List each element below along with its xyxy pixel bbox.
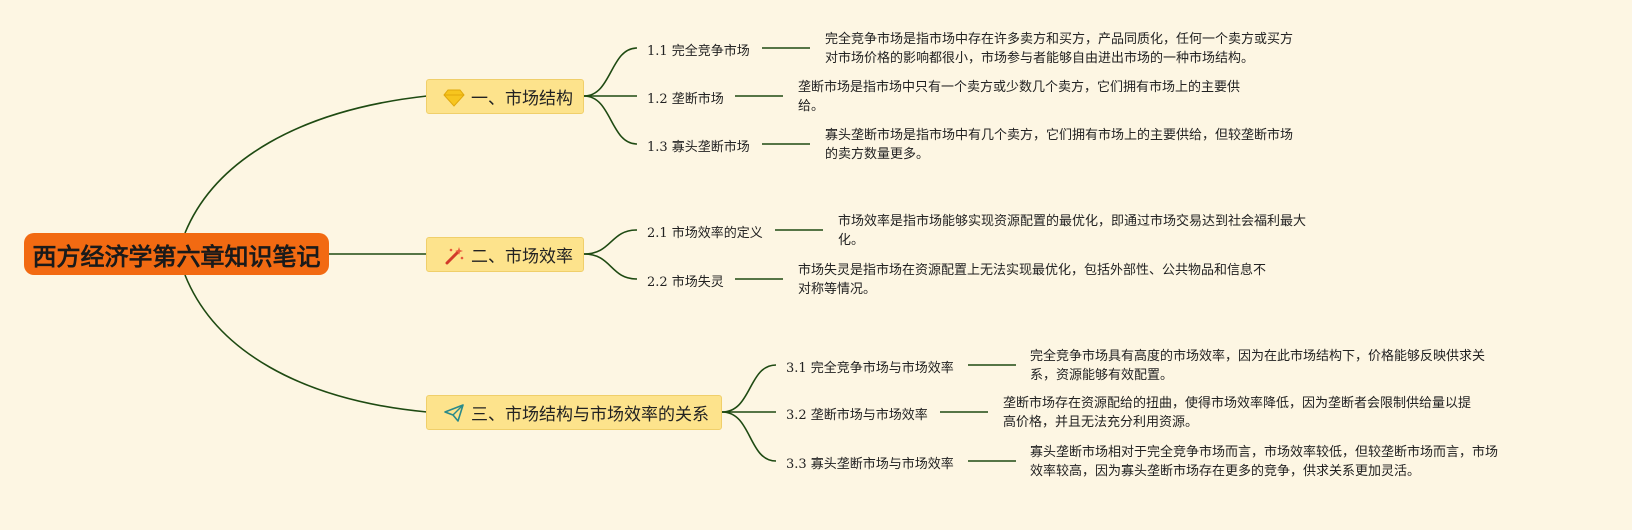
leaf-monopoly-efficiency[interactable]: 3.2 垄断市场与市场效率 [786, 408, 928, 423]
root-topic-title: 西方经济学第六章知识笔记 [32, 242, 321, 271]
note-oligopoly-efficiency: 寡头垄断市场相对于完全竞争市场而言，市场效率较低，但较垄断市场而言，市场效率较高… [1030, 445, 1499, 479]
root-topic[interactable]: 西方经济学第六章知识笔记 [24, 233, 329, 275]
connector-b2-l1 [583, 229, 638, 255]
note-perfect-competition-efficiency: 完全竞争市场具有高度的市场效率，因为在此市场结构下，价格能够反映供求关系，资源能… [1030, 349, 1486, 383]
note-market-failure: 市场失灵是指市场在资源配置上无法实现最优化，包括外部性、公共物品和信息不对称等情… [798, 263, 1267, 297]
connector-b3-l3 [721, 411, 777, 462]
connector-b2-l2 [583, 253, 638, 280]
note-monopoly: 垄断市场是指市场中只有一个卖方或少数几个卖方，它们拥有市场上的主要供给。 [798, 80, 1241, 114]
diamond-icon [443, 86, 465, 108]
leaf-monopoly[interactable]: 1.2 垄断市场 [647, 92, 724, 107]
connector-b3-l1 [721, 364, 777, 413]
connector-root-branch1 [184, 95, 428, 234]
leaf-perfect-competition[interactable]: 1.1 完全竞争市场 [647, 44, 750, 59]
leaf-efficiency-definition[interactable]: 2.1 市场效率的定义 [647, 226, 763, 241]
branch-market-structure[interactable]: 一、市场结构 [426, 79, 584, 114]
magic-wand-icon [443, 244, 465, 266]
branch-label: 三、市场结构与市场效率的关系 [471, 405, 709, 425]
connector-b1-l3 [583, 95, 638, 145]
branch-label: 二、市场效率 [471, 247, 573, 267]
note-oligopoly: 寡头垄断市场是指市场中有几个卖方，它们拥有市场上的主要供给，但较垄断市场的卖方数… [825, 128, 1294, 162]
connector-root-branch3 [184, 274, 428, 413]
connector-b1-l1 [583, 47, 638, 97]
leaf-market-failure[interactable]: 2.2 市场失灵 [647, 275, 724, 290]
leaf-oligopoly[interactable]: 1.3 寡头垄断市场 [647, 140, 750, 155]
note-perfect-competition: 完全竞争市场是指市场中存在许多卖方和买方，产品同质化，任何一个卖方或买方对市场价… [825, 32, 1294, 66]
branch-label: 一、市场结构 [471, 89, 573, 109]
leaf-oligopoly-efficiency[interactable]: 3.3 寡头垄断市场与市场效率 [786, 457, 954, 472]
note-efficiency-definition: 市场效率是指市场能够实现资源配置的最优化，即通过市场交易达到社会福利最大化。 [838, 214, 1307, 248]
branch-structure-efficiency-relation[interactable]: 三、市场结构与市场效率的关系 [426, 395, 722, 430]
paper-plane-icon [443, 402, 465, 424]
leaf-perfect-competition-efficiency[interactable]: 3.1 完全竞争市场与市场效率 [786, 361, 954, 376]
branch-market-efficiency[interactable]: 二、市场效率 [426, 237, 584, 272]
note-monopoly-efficiency: 垄断市场存在资源配给的扭曲，使得市场效率降低，因为垄断者会限制供给量以提高价格，… [1003, 396, 1472, 430]
